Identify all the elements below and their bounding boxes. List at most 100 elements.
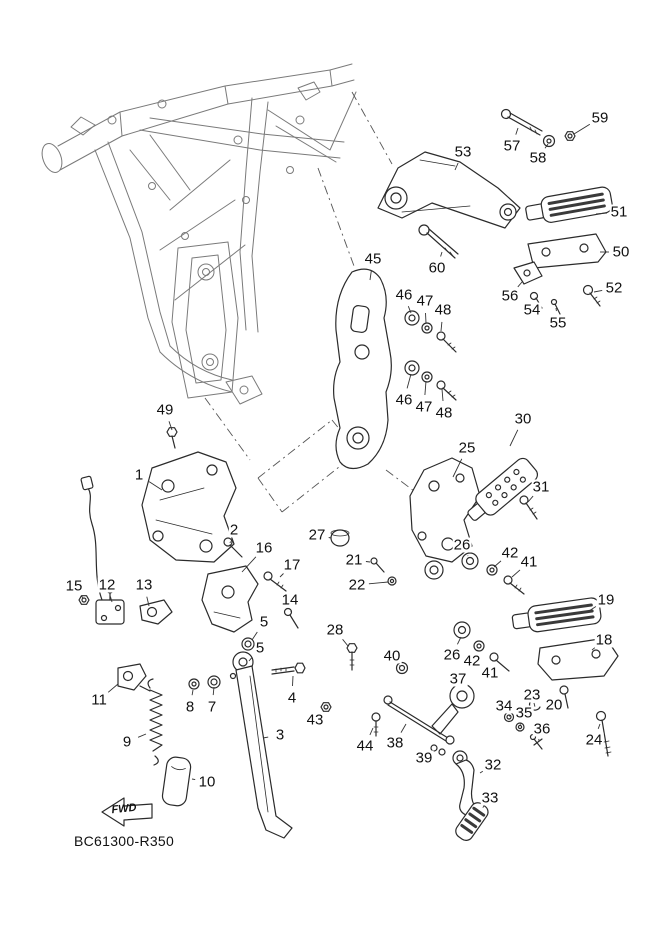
part-label-47: 47 [414,398,434,416]
shift-rod-38 [383,695,455,745]
part-label-15: 15 [64,577,84,595]
part-label-2: 2 [228,521,240,539]
leader-line-25 [452,458,463,478]
part-label-36: 36 [532,720,552,738]
part-56-bracket [513,261,543,285]
part-label-11: 11 [90,691,108,709]
leader-line-8 [191,689,194,696]
part-label-34: 34 [494,697,514,715]
bolt-4 [271,662,306,675]
leader-line-2 [229,541,231,544]
leader-line-56 [517,281,523,288]
damper-46-upper [404,310,420,326]
bolt-17 [263,571,287,592]
leader-line-5 [248,656,253,662]
part-13-lever [139,599,173,625]
leader-line-15 [80,595,84,599]
leader-line-48 [440,321,443,332]
part-37-lever-plate [431,683,475,735]
part-label-26: 26 [442,646,462,664]
fwd-arrow [101,797,153,827]
leader-line-11 [107,683,119,693]
rubber-10 [161,756,192,807]
leader-line-13 [146,596,150,607]
part-label-5: 5 [258,613,270,631]
leader-line-1 [148,481,163,491]
damper-46-lower [404,360,420,376]
washer-47-upper [421,322,433,334]
damper-26-upper [461,552,479,570]
leader-line-58 [544,143,549,149]
part-label-44: 44 [355,737,375,755]
part-label-32: 32 [483,756,503,774]
leader-line-49 [168,421,173,431]
part-16-bracket [201,565,259,633]
part-label-60: 60 [427,259,447,277]
part-label-41: 41 [480,664,500,682]
bolt-57 [500,108,543,136]
leader-line-32 [479,770,484,774]
leader-line-3 [262,736,269,739]
part-label-49: 49 [155,401,175,419]
leader-line-27 [328,537,332,539]
part-label-47: 47 [415,292,435,310]
leader-line-18 [591,647,596,651]
part-label-18: 18 [594,631,614,649]
leader-line-47 [425,312,427,324]
bolt-41-upper [503,575,525,595]
part-label-22: 22 [347,576,367,594]
part-label-3: 3 [274,726,286,744]
part-label-50: 50 [611,243,631,261]
washer-34 [503,711,515,723]
part-label-19: 19 [596,591,616,609]
nut-15 [78,595,90,605]
washer-42-lower [473,640,485,652]
part-label-45: 45 [363,250,383,268]
part-label-1: 1 [133,466,145,484]
bolt-14 [283,607,299,629]
washer-22 [387,576,397,586]
bolt-20 [559,685,569,709]
part-45-bracket [333,268,392,470]
bolt-31 [519,495,538,520]
part-label-24: 24 [584,731,604,749]
leader-line-46 [406,373,412,389]
part-12-sidestand-switch [80,475,125,625]
screw-52 [582,284,601,307]
diagram-code: BC61300-R350 [74,833,175,849]
leader-line-40 [399,665,401,667]
leader-line-5 [251,631,258,641]
bolt-49 [166,427,178,449]
leader-line-34 [508,714,511,717]
part-label-33: 33 [480,789,500,807]
leader-line-26 [456,636,462,645]
leader-line-48 [441,388,444,402]
leader-line-23 [533,702,536,707]
part-label-17: 17 [282,556,302,574]
part-label-57: 57 [502,137,522,155]
part-label-4: 4 [286,689,298,707]
leader-line-19 [588,606,597,612]
leader-line-44 [369,727,374,736]
leader-line-24 [597,723,601,729]
leader-line-41 [511,569,521,578]
nut-43 [320,702,332,712]
part-label-8: 8 [184,698,196,716]
part-label-59: 59 [590,109,610,127]
cap-27 [330,529,350,547]
part-label-10: 10 [197,773,217,791]
part-3-side-stand [229,651,293,839]
bolt-41-lower [489,652,510,672]
leader-line-42 [493,560,502,568]
footrest-19 [511,597,602,633]
bolt-60 [418,224,459,259]
part-label-40: 40 [382,647,402,665]
pedal-rubber-33 [455,802,489,841]
screw-55 [550,298,561,315]
part-label-9: 9 [121,733,133,751]
leader-line-21 [365,561,371,563]
screw-44 [371,712,381,737]
collar-40 [395,661,409,675]
